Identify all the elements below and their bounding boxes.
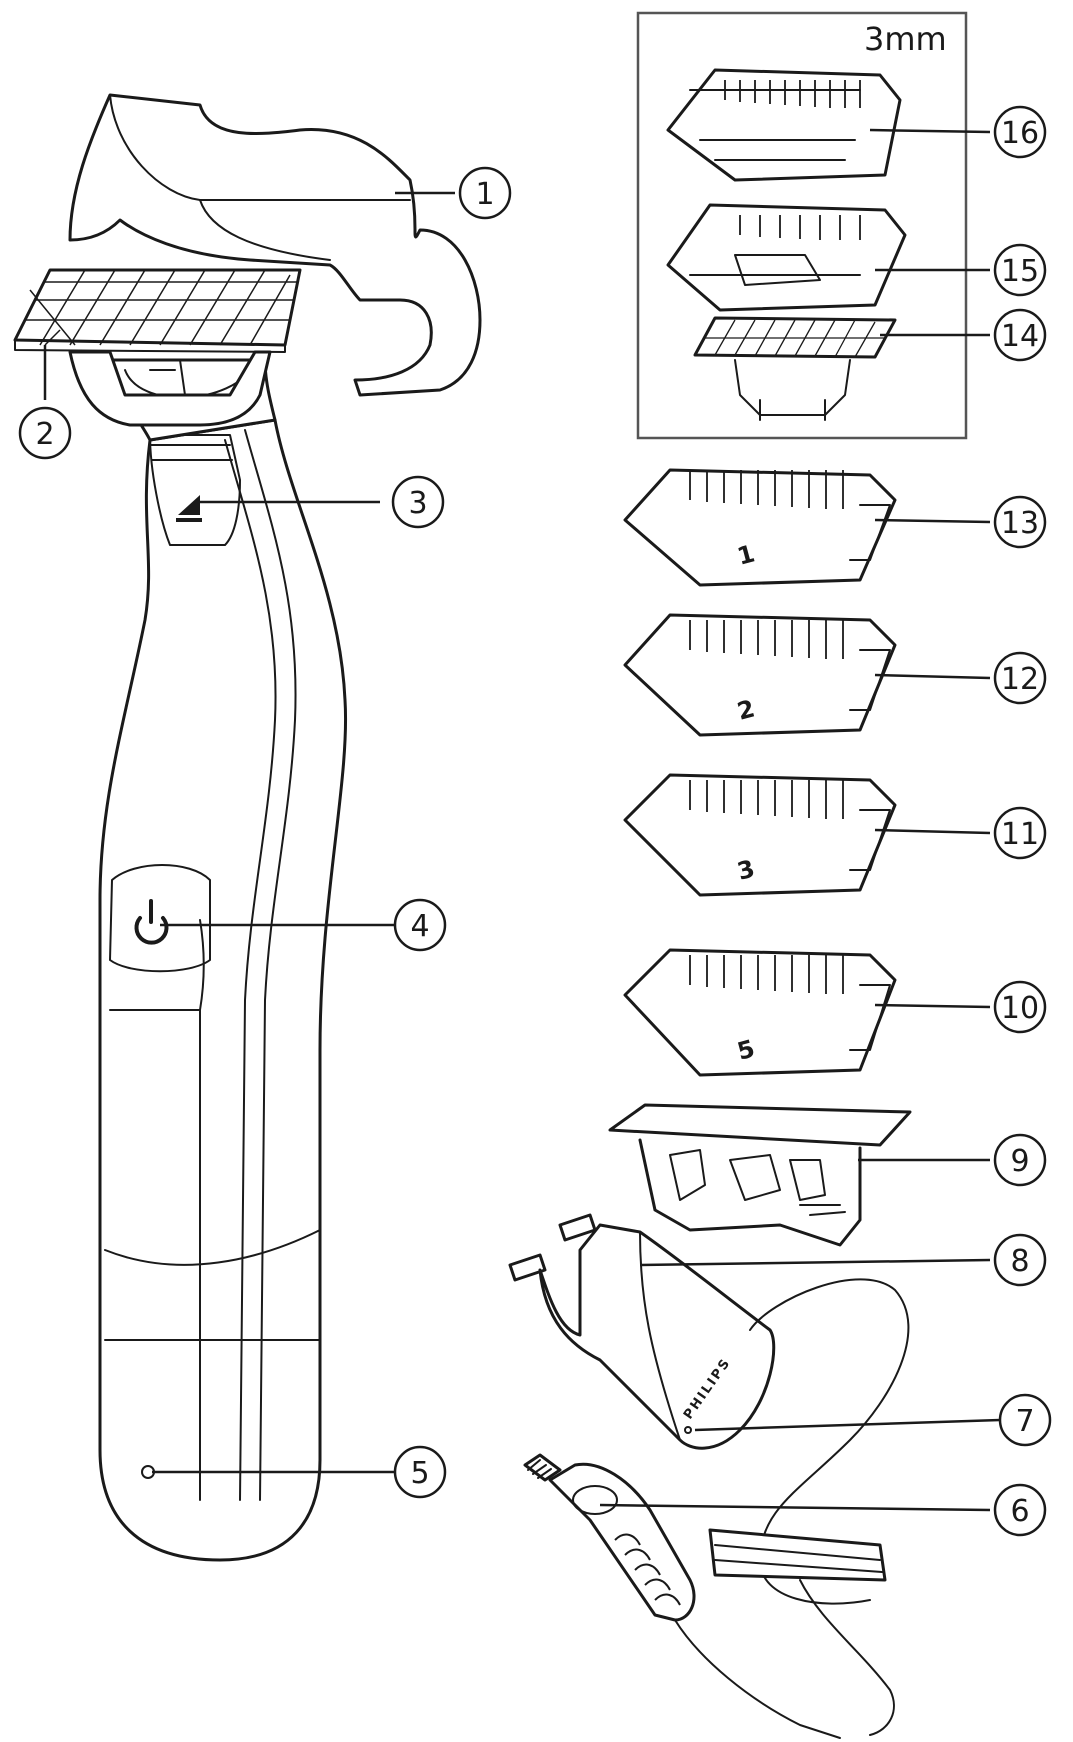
eject-icon [176,495,202,522]
callout-3: 3 [391,475,445,529]
leader-lines [43,128,1001,1512]
svg-text:11: 11 [1001,817,1039,852]
svg-text:3: 3 [734,854,757,885]
callout-13: 13 [993,495,1047,549]
callout-4: 4 [393,898,447,952]
inset-label: 3mm [864,20,947,58]
svg-text:14: 14 [1001,319,1039,354]
svg-text:2: 2 [734,694,757,725]
svg-text:16: 16 [1001,116,1039,151]
power-icon [134,899,169,945]
callout-12: 12 [993,651,1047,705]
guide-comb-2: 2 [623,613,897,737]
svg-text:3: 3 [408,486,427,521]
callout-14: 14 [993,308,1047,362]
cleaning-brush [523,1453,841,1739]
inset-box: 3mm [636,11,968,440]
callout-8: 8 [993,1233,1047,1287]
guide-comb-5: 5 [623,948,897,1077]
svg-text:1: 1 [475,177,494,212]
svg-text:4: 4 [410,909,429,944]
guide-comb-1: 1 [623,468,897,587]
callout-9: 9 [993,1133,1047,1187]
skin-guard [608,1103,912,1247]
shaver-handle [98,418,348,1562]
svg-text:9: 9 [1010,1144,1029,1179]
svg-text:8: 8 [1010,1244,1029,1279]
callout-6: 6 [993,1483,1047,1537]
callout-11: 11 [993,806,1047,860]
release-button [149,434,241,546]
stubble-foil [693,316,897,421]
svg-text:1: 1 [734,539,757,570]
callout-10: 10 [993,980,1047,1034]
callout-16: 16 [993,105,1047,159]
svg-text:7: 7 [1015,1404,1034,1439]
callout-5: 5 [393,1445,447,1499]
callout-1: 1 [458,166,512,220]
svg-text:15: 15 [1001,254,1039,289]
protection-cap [68,93,482,397]
svg-text:13: 13 [1001,506,1039,541]
callout-15: 15 [993,243,1047,297]
svg-text:2: 2 [35,417,54,452]
svg-text:10: 10 [1001,991,1039,1026]
blade-foil [13,268,302,353]
shaver [13,93,482,1562]
guide-comb-3: 3 [623,773,897,897]
svg-text:6: 6 [1010,1494,1029,1529]
svg-text:12: 12 [1001,662,1039,697]
stubble-comb-top [666,68,902,182]
svg-text:5: 5 [410,1456,429,1491]
svg-text:5: 5 [734,1034,757,1065]
stubble-comb-frame [666,203,907,312]
power-adapter: PHILIPS [508,1213,910,1736]
callout-2: 2 [18,406,72,460]
callout-7: 7 [998,1393,1052,1447]
